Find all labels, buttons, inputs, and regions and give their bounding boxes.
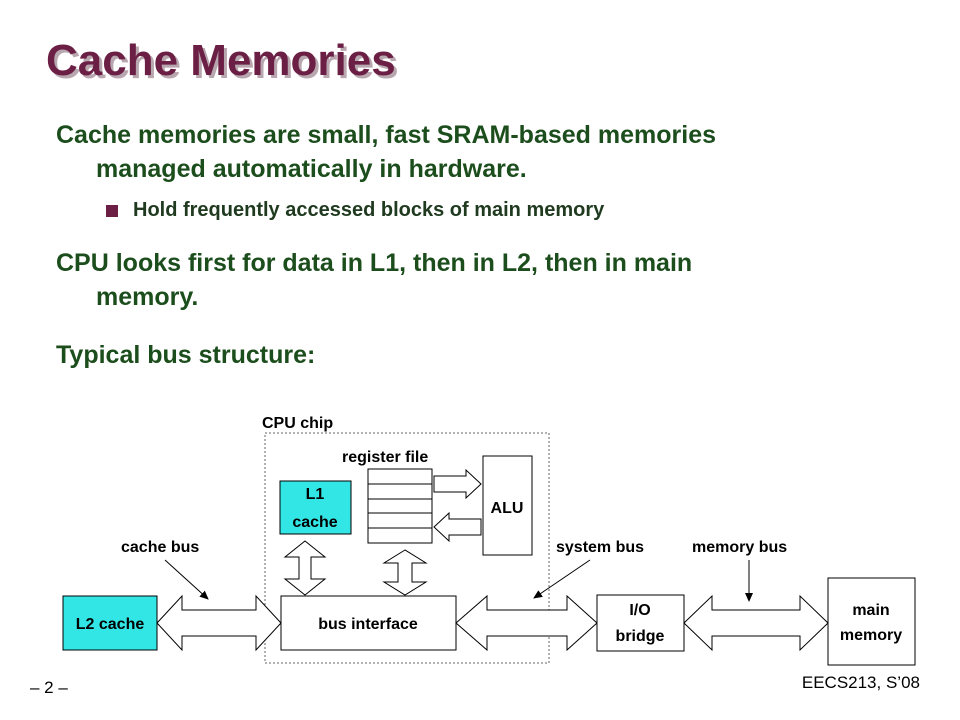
main-memory-label-line2: memory xyxy=(840,627,902,644)
regfile-bus-interface-arrow xyxy=(382,549,428,596)
alu-label: ALU xyxy=(491,500,524,517)
square-bullet-icon xyxy=(106,204,118,217)
l2-cache-label: L2 cache xyxy=(76,616,145,633)
cache-bus-label: cache bus xyxy=(121,539,199,556)
main-memory-label-line1: main xyxy=(852,602,889,619)
l1-cache-label-line1: L1 xyxy=(306,486,325,503)
page-number: – 2 – xyxy=(30,678,68,697)
register-file-label: register file xyxy=(342,449,428,466)
bullet-line: CPU looks first for data in L1, then in … xyxy=(56,249,693,277)
system-bus-arrow xyxy=(455,594,598,652)
memory-bus-arrow xyxy=(683,594,829,652)
course-label: EECS213, S’08 xyxy=(801,673,920,692)
alu-box xyxy=(482,455,533,556)
sub-bullet-text: Hold frequently accessed blocks of main … xyxy=(133,199,605,221)
bus-interface-box xyxy=(280,595,457,651)
l1-bus-interface-arrow xyxy=(283,540,327,596)
alu-to-regfile-arrow xyxy=(433,511,482,543)
bullet-bus-structure: Typical bus structure: xyxy=(56,338,916,372)
bullet-cpu-lookup: CPU looks first for data in L1, then in … xyxy=(56,246,916,314)
slide-title: Cache Memories xyxy=(46,36,396,85)
l1-cache-label-line2: cache xyxy=(292,514,337,531)
bullet-line-continued: memory. xyxy=(96,283,199,311)
sub-bullet: Hold frequently accessed blocks of main … xyxy=(106,199,604,222)
cpu-chip-boundary xyxy=(264,432,550,664)
regfile-to-alu-arrow xyxy=(433,468,482,500)
cache-bus-arrow xyxy=(156,594,282,652)
bullet-cache-definition: Cache memories are small, fast SRAM-base… xyxy=(56,118,916,186)
bullet-line: Typical bus structure: xyxy=(56,341,316,369)
memory-bus-label: memory bus xyxy=(692,539,787,556)
cache-bus-pointer xyxy=(164,559,209,600)
system-bus-pointer xyxy=(533,559,591,599)
register-file xyxy=(367,468,433,544)
system-bus-label: system bus xyxy=(556,539,644,556)
io-bridge-label-line1: I/O xyxy=(629,602,650,619)
io-bridge-box xyxy=(596,594,685,652)
bus-interface-label: bus interface xyxy=(318,616,418,633)
cpu-chip-label: CPU chip xyxy=(262,415,333,432)
io-bridge-label-line2: bridge xyxy=(616,628,665,645)
l1-cache-box xyxy=(279,480,352,535)
l2-cache-box xyxy=(62,595,158,651)
bullet-line-continued: managed automatically in hardware. xyxy=(96,155,527,183)
main-memory-box xyxy=(827,577,916,666)
bullet-line: Cache memories are small, fast SRAM-base… xyxy=(56,121,716,149)
